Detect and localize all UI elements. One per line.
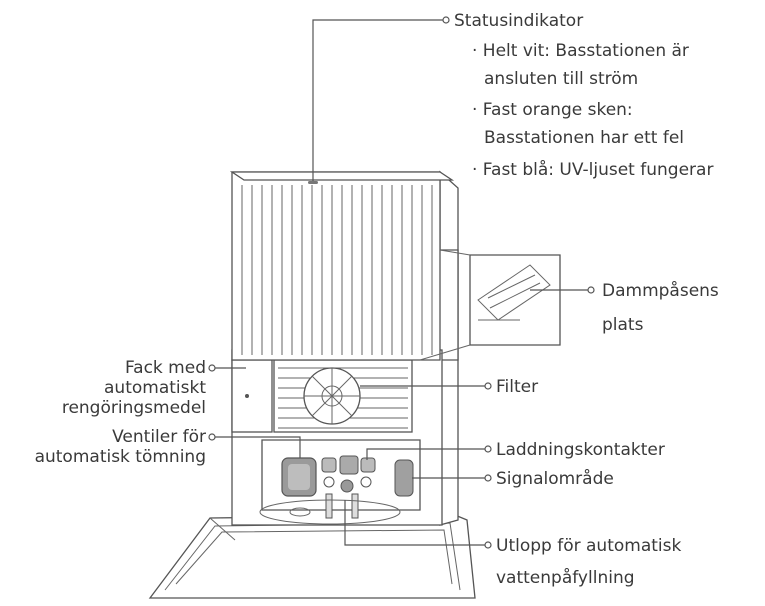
- status-leader-dot: [442, 16, 450, 24]
- dustbag-leader-dot: [587, 286, 595, 294]
- base-station-illustration: [148, 170, 561, 599]
- charging-label: Laddningskontakter: [496, 440, 665, 460]
- dustbag-label-line1: Dammpåsens: [602, 280, 719, 301]
- status-title-label: Statusindikator: [454, 11, 583, 31]
- filter-label: Filter: [496, 377, 538, 397]
- status-orange-line2: Basstationen har ett fel: [484, 128, 684, 148]
- valves-label-line1: Ventiler för: [112, 427, 206, 447]
- detergent-leader-dot: [208, 364, 216, 372]
- outlet-label-line2: vattenpåfyllning: [496, 567, 635, 588]
- detergent-label-line3: rengöringsmedel: [62, 398, 206, 418]
- leader-lines: [208, 16, 595, 549]
- outlet-label-line1: Utlopp för automatisk: [496, 536, 681, 556]
- callout-labels: Statusindikator · Helt vit: Basstationen…: [35, 11, 719, 588]
- charging-leader-dot: [484, 445, 492, 453]
- detergent-label-line1: Fack med: [125, 358, 206, 378]
- status-white-line1: · Helt vit: Basstationen är: [472, 41, 689, 61]
- dustbag-label-line2: plats: [602, 315, 644, 335]
- status-indicator-light: [308, 181, 318, 184]
- valves-leader-dot: [208, 433, 216, 441]
- signal-label: Signalområde: [496, 468, 614, 489]
- valves-label-line2: automatisk tömning: [35, 447, 206, 467]
- status-white-line2: ansluten till ström: [484, 69, 638, 89]
- status-blue-line: · Fast blå: UV-ljuset fungerar: [472, 159, 713, 180]
- detergent-label-line2: automatiskt: [104, 378, 206, 398]
- status-orange-line1: · Fast orange sken:: [472, 100, 633, 120]
- filter-leader-dot: [484, 382, 492, 390]
- outlet-leader-dot: [484, 541, 492, 549]
- signal-leader-dot: [484, 474, 492, 482]
